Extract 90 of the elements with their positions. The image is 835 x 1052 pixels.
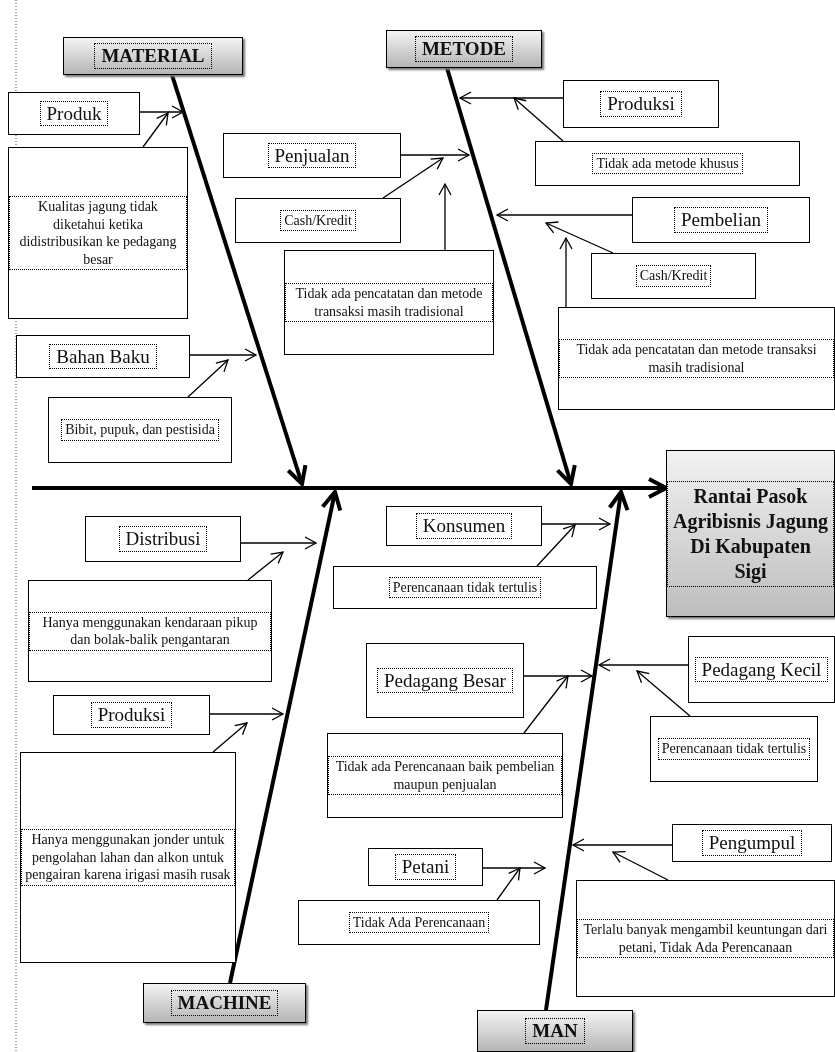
note-text: Tidak ada Perencanaan baik pembelian maupun penjualan — [328, 756, 562, 795]
note-text: Hanya menggunakan jonder untuk pengolahan lahan dan alkon untuk pengairan karena irigasi masih rusak — [21, 829, 235, 886]
cause-box — [386, 506, 542, 546]
note-text: Bibit, pupuk, dan pestisida — [61, 419, 219, 441]
category-label: MATERIAL — [94, 43, 212, 69]
cause-label: Konsumen — [415, 513, 513, 539]
cause-label: Pedagang Besar — [377, 667, 513, 694]
note-text: Cash/Kredit — [635, 265, 712, 287]
cause-label: Produksi — [90, 702, 173, 728]
cause-box — [672, 824, 832, 862]
arrow — [459, 91, 564, 105]
note-text: Hanya menggunakan kendaraan pikup dan bolak-balik pengantaran — [29, 611, 271, 651]
category-box — [143, 983, 306, 1023]
arrow — [438, 183, 452, 251]
cause-label: Pengumpul — [701, 830, 803, 856]
arrow — [496, 867, 521, 901]
note-box — [327, 733, 563, 818]
arrow — [139, 105, 184, 119]
bone-arrow — [32, 477, 668, 499]
effect-box — [666, 450, 835, 617]
arrow — [240, 536, 317, 550]
note-text: Perencanaan tidak tertulis — [388, 576, 542, 599]
note-box — [284, 250, 494, 355]
arrow — [545, 221, 614, 254]
arrow — [247, 551, 284, 581]
category-label: METODE — [414, 36, 514, 62]
note-text: Kualitas jagung tidak diketahui ketika didistribusikan ke pedagang besar — [9, 196, 187, 270]
arrow — [536, 524, 576, 567]
arrow — [496, 208, 633, 222]
cause-label: Produksi — [600, 91, 682, 117]
note-text: Tidak ada pencatatan dan metode transaksi masih tradisional — [285, 283, 493, 322]
note-box — [591, 253, 756, 299]
effect-label: Rantai Pasok Agribisnis Jagung Di Kabupaten Sigi — [667, 480, 834, 587]
note-box — [28, 580, 272, 682]
note-box — [48, 397, 232, 463]
cause-label: Pembelian — [673, 207, 769, 233]
arrow — [523, 675, 569, 734]
bone-arrow — [228, 490, 343, 984]
cause-box — [366, 643, 524, 718]
arrow — [572, 838, 673, 852]
note-box — [650, 716, 818, 782]
note-box — [235, 198, 401, 243]
arrow — [612, 851, 669, 881]
note-box — [298, 900, 540, 945]
note-box — [8, 147, 188, 319]
note-box — [558, 307, 835, 410]
cause-box — [223, 133, 401, 178]
arrow — [209, 707, 284, 721]
cause-box — [632, 197, 810, 243]
note-text: Cash/Kredit — [280, 209, 356, 232]
arrow — [598, 658, 689, 672]
cause-box — [688, 636, 835, 703]
note-text: Tidak ada metode khusus — [592, 152, 743, 175]
note-box — [576, 880, 835, 997]
cause-box — [53, 695, 210, 735]
cause-label: Produk — [39, 100, 109, 127]
category-label: MACHINE — [170, 990, 279, 1016]
bone-arrow — [170, 74, 308, 486]
cause-label: Penjualan — [267, 142, 357, 169]
arrow — [559, 237, 573, 308]
arrow — [189, 348, 257, 362]
cause-box — [16, 335, 190, 378]
category-box — [477, 1010, 633, 1052]
note-box — [20, 752, 236, 963]
note-box — [535, 141, 800, 186]
note-text: Tidak ada pencatatan dan metode transaksi masih tradisional — [559, 339, 834, 378]
category-box — [63, 37, 243, 75]
cause-label: Bahan Baku — [49, 343, 157, 370]
note-text: Terlalu banyak mengambil keuntungan dari petani, Tidak Ada Perencanaan — [577, 919, 834, 958]
arrow — [187, 359, 229, 398]
bone-arrow — [445, 67, 577, 486]
cause-box — [368, 848, 483, 886]
note-text: Perencanaan tidak tertulis — [657, 738, 811, 760]
cause-label: Pedagang Kecil — [694, 656, 829, 683]
arrow — [400, 148, 470, 162]
bone-arrow — [544, 490, 630, 1011]
arrow — [482, 861, 546, 875]
cause-box — [8, 92, 140, 135]
arrow — [382, 157, 444, 199]
arrow — [541, 517, 611, 531]
cause-label: Distribusi — [118, 526, 208, 552]
cause-box — [563, 80, 719, 128]
arrow — [212, 722, 248, 753]
category-label: MAN — [525, 1018, 585, 1044]
category-box — [386, 30, 542, 68]
cause-box — [85, 516, 241, 562]
note-box — [333, 566, 597, 609]
arrow — [523, 669, 593, 683]
note-text: Tidak Ada Perencanaan — [348, 911, 490, 934]
cause-label: Petani — [394, 854, 457, 880]
